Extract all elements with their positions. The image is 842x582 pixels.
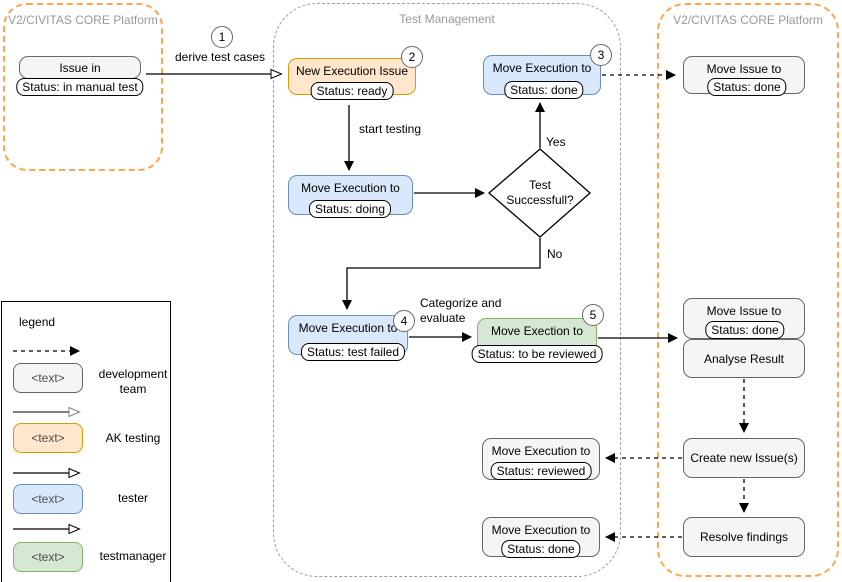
legend-swatch-testmanager: <text>: [13, 542, 83, 572]
step-circle-5: 5: [582, 304, 604, 326]
status-badge: Status: test failed: [300, 343, 406, 361]
node-label: Move Execution to: [492, 61, 592, 75]
step-circle-4: 4: [393, 310, 415, 332]
node-analyse-result: Analyse Result: [683, 339, 805, 378]
step-circle-3: 3: [590, 44, 612, 66]
node-label: Move Exection to: [490, 324, 584, 338]
edge-label-derive-test-cases: derive test cases: [174, 50, 266, 64]
legend-swatch-development-team: <text>: [13, 363, 83, 393]
node-label: Move Issue to: [706, 304, 782, 318]
status-badge: Status: done: [707, 78, 787, 96]
legend-label-ak-testing: AK testing: [105, 431, 161, 445]
container-test-management: Test Management: [273, 3, 621, 577]
status-badge: Status: to be reviewed: [471, 345, 603, 363]
legend-swatch-ak-testing: <text>: [13, 423, 83, 453]
status-badge: Status: reviewed: [490, 462, 592, 480]
container-title: V2/CIVITAS CORE Platform: [8, 13, 158, 27]
edge-label-line1: Categorize and: [420, 296, 502, 310]
node-resolve-findings: Resolve findings: [683, 517, 805, 557]
legend-title: legend: [19, 315, 56, 329]
container-title: Test Management: [399, 12, 495, 26]
status-badge: Status: in manual test: [16, 78, 144, 96]
node-label: Create new Issue(s): [690, 451, 798, 465]
status-badge: Status: done: [705, 321, 785, 339]
status-badge: Status: done: [501, 540, 581, 558]
node-create-new-issues: Create new Issue(s): [683, 438, 805, 478]
decision-line1: Test: [528, 178, 551, 192]
edge-label-start-testing: start testing: [359, 122, 422, 136]
node-label: Move Execution to: [298, 321, 398, 335]
container-core-platform-left: V2/CIVITAS CORE Platform: [3, 3, 163, 171]
step-circle-2: 2: [401, 46, 423, 68]
node-label: Analyse Result: [703, 351, 785, 366]
legend-label-testmanager: testmanager: [99, 549, 167, 563]
legend-arrows-layer: [13, 346, 81, 535]
status-badge: Status: done: [504, 81, 584, 99]
decision-line2: Successfull?: [506, 193, 574, 207]
legend-label-tester: tester: [117, 491, 148, 505]
node-label: Resolve findings: [699, 530, 789, 544]
node-label: Move Issue to: [706, 62, 782, 76]
edge-label-categorize-evaluate: Categorize and evaluate: [420, 296, 501, 326]
decision-label: Test Successfull?: [489, 178, 591, 208]
edge-label-line2: evaluate: [420, 311, 466, 325]
node-label: Move Execution to: [491, 444, 591, 458]
container-core-platform-right: V2/CIVITAS CORE Platform: [657, 3, 839, 577]
node-label: Issue in: [59, 60, 101, 75]
container-title: V2/CIVITAS CORE Platform: [673, 13, 823, 27]
legend-panel: legend <text> development team <text> AK…: [1, 301, 171, 582]
legend-swatch-tester: <text>: [13, 484, 83, 514]
node-issue-in: Issue in: [19, 56, 141, 79]
edge-label-yes: Yes: [546, 135, 566, 149]
node-move-issue-done-mid: Move Issue to: [683, 298, 805, 339]
edge-label-no: No: [547, 247, 563, 261]
node-label: Move Execution to: [301, 181, 400, 195]
legend-label-development-team: development team: [98, 367, 168, 396]
status-badge: Status: ready: [310, 82, 394, 100]
step-circle-1: 1: [211, 26, 233, 48]
node-label: New Execution Issue: [295, 64, 409, 78]
status-badge: Status: doing: [308, 200, 392, 218]
node-label: Move Execution to: [491, 523, 591, 537]
